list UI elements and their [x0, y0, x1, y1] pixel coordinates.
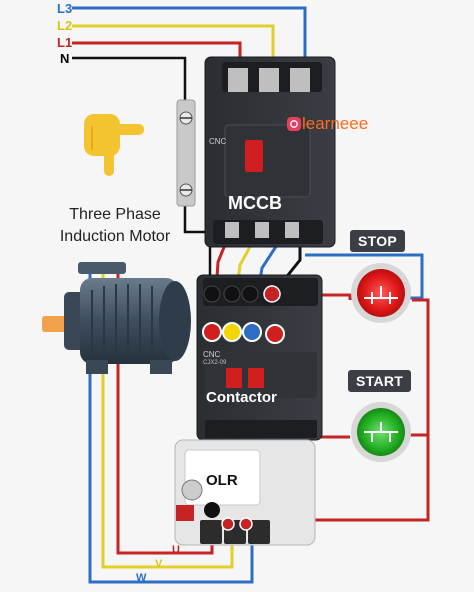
pointing-hand-icon: [84, 114, 144, 176]
watermark-text: learneee: [302, 114, 369, 133]
start-button-label: START: [348, 370, 412, 392]
mccb-brand: CNC: [209, 137, 227, 146]
line-label-l2: L2: [57, 18, 73, 33]
terminal-label-w: W: [136, 572, 147, 584]
mccb-label: MCCB: [228, 193, 282, 213]
line-label-l1: L1: [57, 35, 73, 50]
stop-button-label: STOP: [350, 230, 406, 252]
wire-motor-feed: [88, 268, 254, 584]
contactor-model: CJX2-09: [203, 360, 227, 366]
motor-label: Three Phase Induction Motor: [30, 204, 200, 248]
motor-label-line2: Induction Motor: [59, 228, 171, 245]
terminal-label-v: V: [155, 558, 163, 570]
olr-device: [174, 439, 316, 546]
motor-label-line1: Three Phase: [69, 206, 161, 223]
wire-l3: [72, 6, 307, 72]
wire-neutral: [72, 56, 212, 280]
olr-label: OLR: [206, 472, 238, 489]
start-button[interactable]: [351, 402, 411, 462]
line-label-neutral: N: [60, 51, 70, 66]
contactor-brand: CNC: [203, 350, 221, 359]
contactor-terminals: [202, 285, 285, 344]
mccb-device: [204, 56, 336, 248]
neutral-terminal: [176, 99, 196, 207]
line-label-l3: L3: [57, 1, 73, 16]
terminal-label-u: U: [172, 544, 180, 556]
contactor-label: Contactor: [206, 389, 277, 406]
stop-button[interactable]: [351, 263, 411, 323]
brand-logo-icon: [287, 117, 301, 131]
motor-graphic: [42, 262, 191, 374]
